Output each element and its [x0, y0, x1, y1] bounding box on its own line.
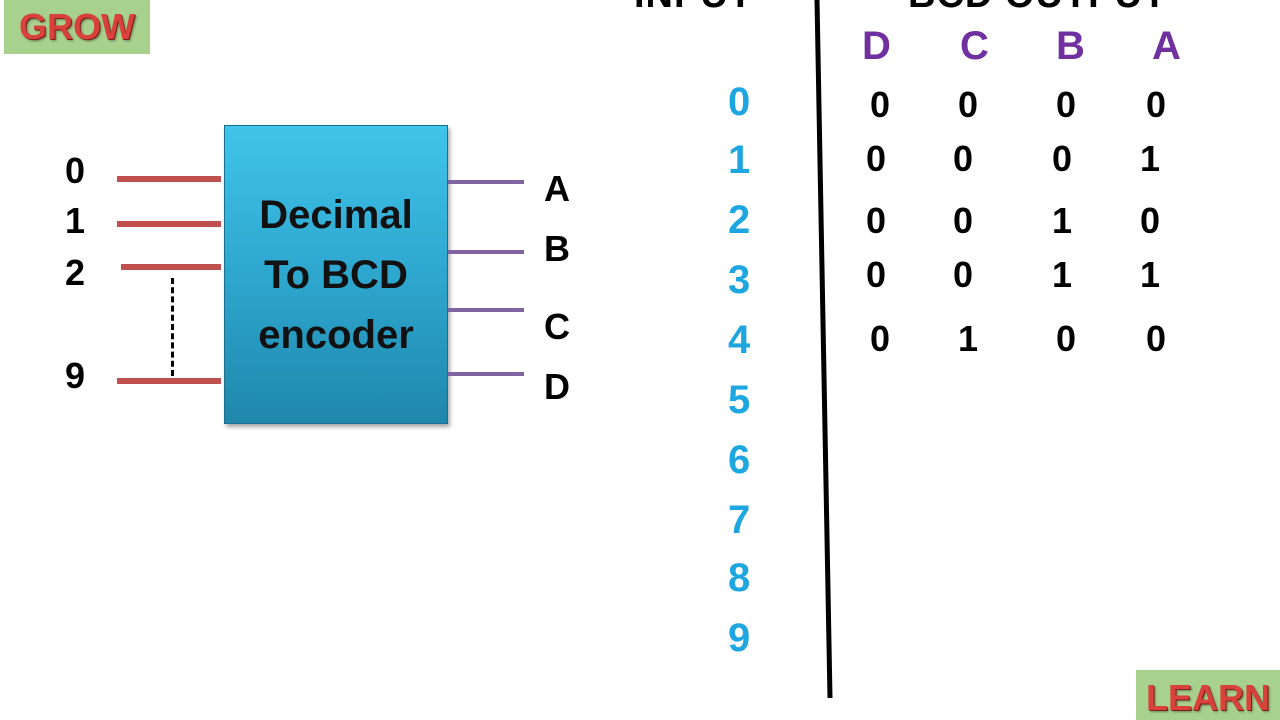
bit-cell: 0	[953, 254, 974, 295]
bit-cell: 0	[870, 318, 891, 359]
bit-cell: 0	[866, 200, 887, 241]
column-header-b: B	[1056, 24, 1085, 68]
bit-cell: 0	[1140, 200, 1161, 241]
bit-cell: 0	[870, 84, 891, 125]
output-line-d	[448, 372, 524, 376]
output-label-d: D	[544, 366, 570, 407]
decimal-input: 0	[728, 80, 751, 124]
bit-cell: 1	[1140, 254, 1161, 295]
input-line-1	[117, 221, 221, 227]
decimal-input: 5	[728, 378, 751, 422]
input-line-0	[117, 176, 221, 182]
learn-badge: LEARN	[1136, 670, 1280, 720]
decimal-input: 9	[728, 616, 751, 660]
encoder-box: Decimal To BCD encoder	[224, 125, 448, 424]
output-line-c	[448, 308, 524, 312]
bit-cell: 0	[1056, 318, 1077, 359]
decimal-input: 2	[728, 198, 751, 242]
bit-cell: 1	[1052, 254, 1073, 295]
bit-cell: 1	[958, 318, 979, 359]
input-header: INPUT	[634, 0, 753, 17]
output-line-a	[448, 180, 524, 184]
bit-cell: 0	[1146, 84, 1167, 125]
bit-cell: 1	[1140, 138, 1161, 179]
column-header-d: D	[862, 24, 891, 68]
bit-cell: 1	[1052, 200, 1073, 241]
input-label-1: 1	[65, 200, 86, 241]
decimal-input: 8	[728, 556, 751, 600]
decimal-input: 4	[728, 318, 751, 362]
column-header-c: C	[960, 24, 989, 68]
decimal-input: 1	[728, 138, 751, 182]
bit-cell: 0	[953, 138, 974, 179]
decimal-input: 7	[728, 498, 751, 542]
decimal-input: 3	[728, 258, 751, 302]
input-line-2	[121, 264, 221, 270]
grow-badge: GROW	[4, 0, 150, 54]
bit-cell: 0	[958, 84, 979, 125]
input-label-2: 2	[65, 252, 86, 293]
ellipsis-dash	[171, 278, 174, 376]
bit-cell: 0	[866, 254, 887, 295]
encoder-title: Decimal To BCD encoder	[258, 192, 414, 357]
bit-cell: 0	[953, 200, 974, 241]
output-line-b	[448, 250, 524, 254]
bit-cell: 0	[1146, 318, 1167, 359]
column-header-a: A	[1152, 24, 1181, 68]
input-line-9	[117, 378, 221, 384]
output-label-c: C	[544, 306, 570, 347]
bit-cell: 0	[1052, 138, 1073, 179]
input-label-9: 9	[65, 355, 86, 396]
bit-cell: 0	[1056, 84, 1077, 125]
output-label-a: A	[544, 168, 570, 209]
input-label-0: 0	[65, 150, 86, 191]
output-label-b: B	[544, 228, 570, 269]
bit-cell: 0	[866, 138, 887, 179]
decimal-input: 6	[728, 438, 751, 482]
bcd-output-header: BCD OUTPUT	[908, 0, 1167, 17]
